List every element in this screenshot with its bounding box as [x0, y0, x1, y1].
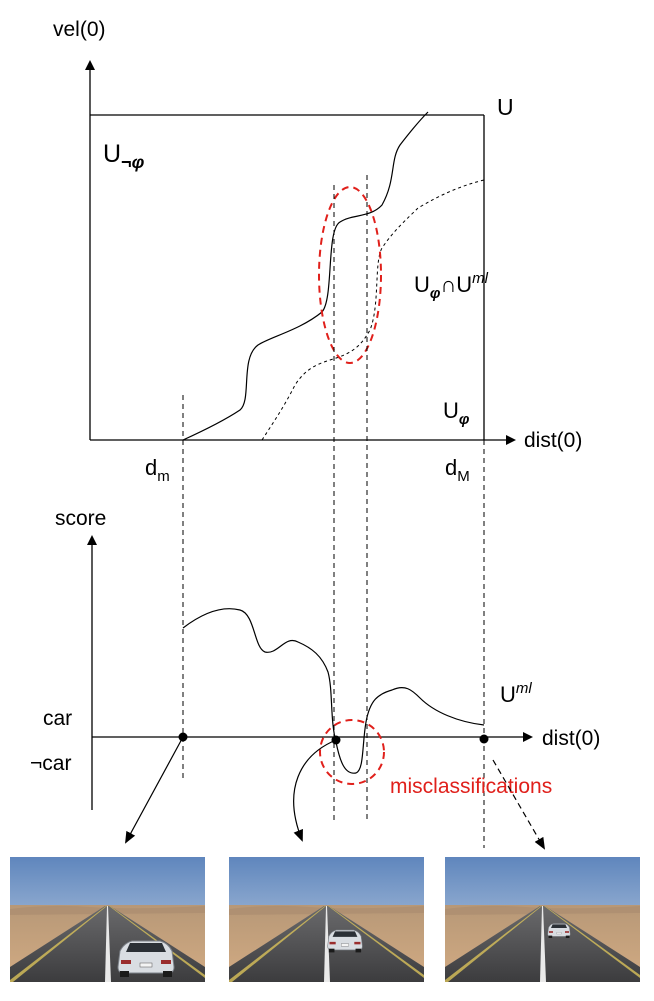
bottom-plot: score dist(0) car ¬car Uml misclassifica… — [30, 507, 600, 848]
misclassification-region-ellipse — [319, 187, 381, 363]
arrow-to-image-3 — [493, 760, 544, 848]
arrow-to-image-2 — [294, 740, 336, 840]
sample-point-dM — [480, 735, 489, 744]
top-x-axis-label: dist(0) — [524, 429, 582, 452]
car-icon — [548, 924, 570, 938]
d-min-label: dm — [145, 455, 170, 485]
class-not-car-label: ¬car — [30, 752, 71, 775]
phi-boundary-curve — [183, 112, 428, 440]
top-y-axis-label: vel(0) — [53, 18, 106, 41]
d-max-label: dM — [445, 455, 470, 485]
car-icon — [118, 941, 174, 977]
bottom-x-axis-label: dist(0) — [542, 727, 600, 750]
bottom-y-axis-label: score — [55, 507, 106, 530]
region-phi-label: Uφ — [443, 398, 470, 428]
misclassification-circle — [320, 720, 384, 784]
road-image-mid — [229, 857, 424, 982]
region-not-phi-label: U¬φ — [103, 140, 145, 172]
ml-model-label: Uml — [500, 680, 532, 707]
guide-lines — [183, 175, 484, 848]
misclassifications-label: misclassifications — [390, 775, 552, 798]
region-U-label: U — [497, 94, 514, 120]
road-image-near — [10, 857, 205, 982]
arrow-to-image-1 — [126, 737, 183, 842]
top-plot: vel(0) dist(0) U U¬φ Uφ∩Uml Uφ dm dM — [53, 18, 582, 485]
region-intersection-label: Uφ∩Uml — [414, 270, 489, 302]
road-image-far — [445, 857, 640, 982]
car-icon — [328, 930, 363, 952]
class-car-label: car — [43, 707, 72, 730]
